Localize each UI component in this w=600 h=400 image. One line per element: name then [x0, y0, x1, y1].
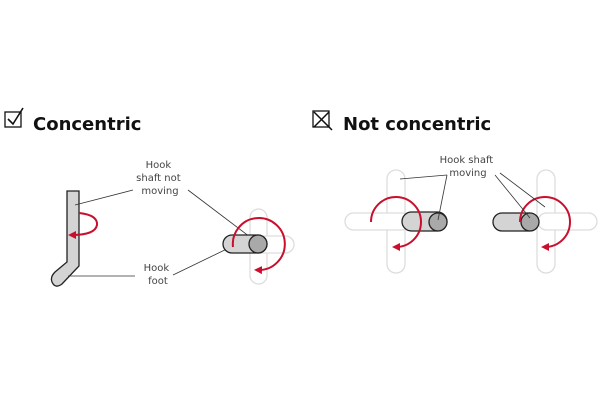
rotation-arrow: [68, 212, 99, 239]
hook-side-view: [50, 190, 99, 287]
label-hook-shaft-moving: Hook shaft moving: [440, 155, 497, 179]
rotation-arrow: [231, 217, 286, 275]
rotation-arrow: [370, 196, 422, 251]
rotation-arrow: [519, 196, 571, 251]
label-hook-shaft-not-moving: Hook shaft not moving: [136, 160, 184, 197]
checkbox-checked-icon: [4, 107, 24, 128]
not-concentric-section: Not concentric Hook shaft moving: [312, 110, 598, 274]
not-concentric-title: Not concentric: [343, 114, 491, 135]
concentric-section: Concentric Hook shaft not moving Hook fo…: [4, 107, 295, 287]
checkbox-x-icon: [312, 110, 333, 131]
label-hook-foot: Hook foot: [144, 263, 173, 287]
eccentric-view-left: [344, 169, 448, 274]
concentric-title: Concentric: [33, 114, 141, 135]
hook-end-view: [222, 208, 295, 285]
eccentric-view-right: [492, 169, 598, 274]
